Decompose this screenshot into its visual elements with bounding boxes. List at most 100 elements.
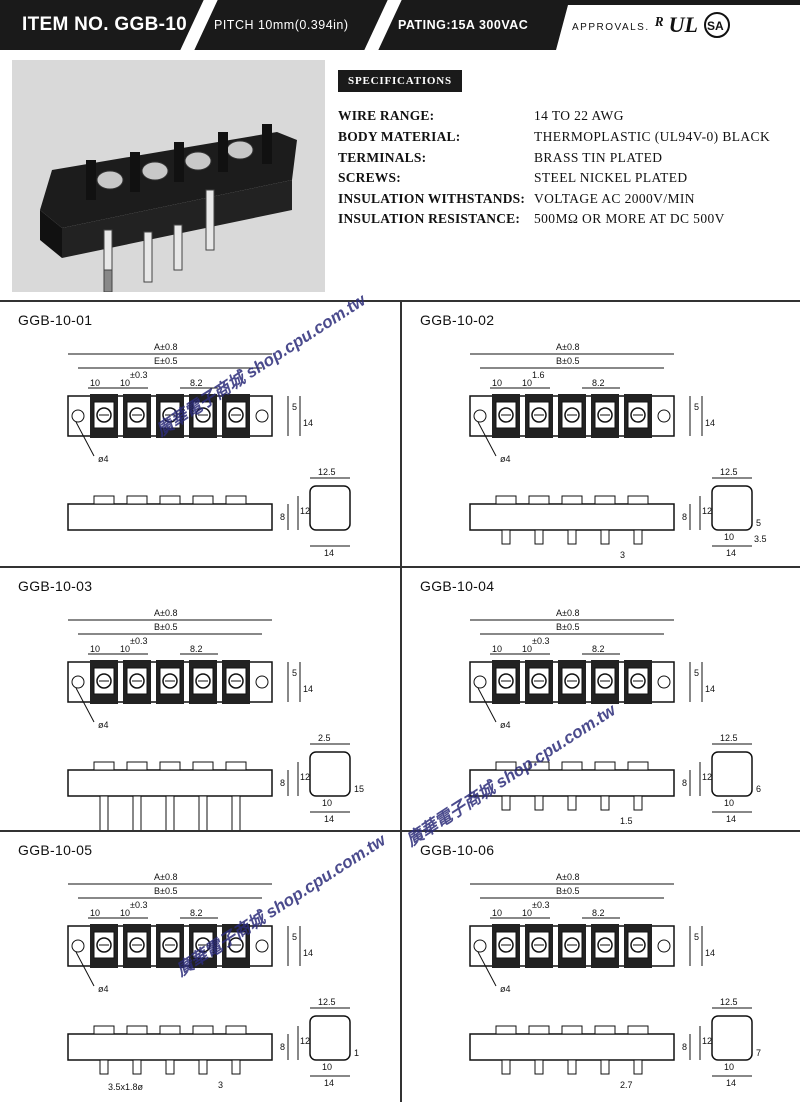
dimension-hole: ø4 bbox=[500, 720, 511, 730]
dimension-pitch: 10 bbox=[90, 378, 100, 388]
pin-icon bbox=[231, 1059, 241, 1075]
dimension-pitch: 8.2 bbox=[592, 644, 605, 654]
terminal-side bbox=[495, 761, 517, 771]
pin-icon bbox=[633, 795, 643, 811]
terminal-side bbox=[594, 761, 616, 771]
screw-icon bbox=[96, 673, 112, 689]
panel-title: GGB-10-03 bbox=[18, 578, 93, 594]
screw-icon bbox=[195, 407, 211, 423]
terminal-side bbox=[126, 1025, 148, 1035]
dimension-height: 14 bbox=[705, 948, 715, 958]
mount-hole-icon bbox=[473, 939, 487, 953]
dimension-pitch: 8.2 bbox=[190, 644, 203, 654]
dimension-pitch: 10 bbox=[90, 908, 100, 918]
dimension-height: 12 bbox=[702, 772, 712, 782]
dimension-pitch: 8.2 bbox=[592, 908, 605, 918]
spec-row: SCREWS:STEEL NICKEL PLATED bbox=[338, 170, 788, 190]
terminal-side bbox=[192, 761, 214, 771]
dimension-pitch: 10 bbox=[492, 378, 502, 388]
dimension-tolerance: ±0.3 bbox=[130, 370, 147, 380]
terminal-block-photo bbox=[12, 60, 325, 293]
dimension-misc: 10 bbox=[724, 532, 734, 542]
dimension-height: 5 bbox=[292, 402, 297, 412]
terminal-side bbox=[627, 1025, 649, 1035]
pin-icon bbox=[534, 795, 544, 811]
dimension-pitch: 10 bbox=[120, 378, 130, 388]
screw-icon bbox=[228, 407, 244, 423]
dimension-height: 8 bbox=[280, 778, 285, 788]
screw-icon bbox=[531, 407, 547, 423]
pin-icon bbox=[534, 1059, 544, 1075]
panel-title: GGB-10-02 bbox=[420, 312, 495, 328]
terminal-block-drawing: A±0.8B±0.51010±0.38.2514ø48122.51410151.… bbox=[67, 608, 364, 830]
pin-icon bbox=[501, 1059, 511, 1075]
pin-icon bbox=[633, 1059, 643, 1075]
spec-label: WIRE RANGE: bbox=[338, 108, 435, 123]
dimension-height: 8 bbox=[280, 1042, 285, 1052]
dimension-width: 12.5 bbox=[720, 997, 738, 1007]
dimension-pitch: 8.2 bbox=[190, 378, 203, 388]
pin-icon bbox=[567, 795, 577, 811]
pin-icon bbox=[600, 1059, 610, 1075]
dimension-tolerance: ±0.3 bbox=[532, 636, 549, 646]
spec-value: 14 TO 22 AWG bbox=[534, 108, 624, 123]
block-end-view bbox=[309, 1015, 351, 1061]
screw-icon bbox=[630, 673, 646, 689]
dimension-pitch: 10 bbox=[522, 378, 532, 388]
spec-value: THERMOPLASTIC (UL94V-0) BLACK bbox=[534, 129, 771, 144]
block-end-view bbox=[711, 485, 753, 531]
pin-icon bbox=[567, 1059, 577, 1075]
mount-hole-icon bbox=[657, 939, 671, 953]
mount-hole-icon bbox=[657, 409, 671, 423]
dimension-misc: 15 bbox=[354, 784, 364, 794]
spec-label: INSULATION RESISTANCE: bbox=[338, 211, 521, 226]
mount-hole-icon bbox=[71, 675, 85, 689]
terminal-side bbox=[93, 495, 115, 505]
pin-icon bbox=[132, 795, 142, 830]
dimension-hole: ø4 bbox=[98, 984, 109, 994]
dimension-depth: 14 bbox=[324, 814, 334, 824]
dimension-height: 14 bbox=[705, 684, 715, 694]
dimension-height: 12 bbox=[702, 1036, 712, 1046]
dimension-misc: 10 bbox=[322, 1062, 332, 1072]
screw-icon bbox=[630, 407, 646, 423]
terminal-side bbox=[93, 761, 115, 771]
terminal-side bbox=[594, 1025, 616, 1035]
dimension-height: 5 bbox=[292, 932, 297, 942]
spec-value: STEEL NICKEL PLATED bbox=[534, 170, 688, 185]
dimension-height: 5 bbox=[694, 668, 699, 678]
dimension-misc: 3.5 bbox=[754, 534, 767, 544]
pin-icon bbox=[633, 529, 643, 545]
rating-label: PATING:15A 300VAC bbox=[398, 18, 529, 32]
screw-icon bbox=[96, 937, 112, 953]
terminal-side bbox=[528, 495, 550, 505]
terminal-side bbox=[159, 761, 181, 771]
block-side-view bbox=[469, 503, 675, 531]
dimension-misc: 6 bbox=[756, 784, 761, 794]
pin-icon bbox=[198, 795, 208, 830]
spec-value: VOLTAGE AC 2000V/MIN bbox=[534, 191, 695, 206]
spec-label: TERMINALS: bbox=[338, 150, 427, 165]
dimension-misc: 10 bbox=[724, 798, 734, 808]
dimension-width: 12.5 bbox=[720, 733, 738, 743]
dimension-pitch: 10 bbox=[492, 908, 502, 918]
dimension-a: A±0.8 bbox=[556, 342, 579, 352]
item-number: ITEM NO. GGB-10 bbox=[22, 14, 187, 35]
dimension-height: 12 bbox=[702, 506, 712, 516]
block-side-view bbox=[67, 769, 273, 797]
screw-icon bbox=[597, 937, 613, 953]
pin-icon bbox=[501, 529, 511, 545]
spec-value: 500MΩ OR MORE AT DC 500V bbox=[534, 211, 725, 226]
dimension-hole: ø4 bbox=[500, 454, 511, 464]
terminal-side bbox=[495, 1025, 517, 1035]
screw-icon bbox=[564, 407, 580, 423]
dimension-pitch: 10 bbox=[522, 644, 532, 654]
block-end-view bbox=[711, 751, 753, 797]
pin-icon bbox=[99, 1059, 109, 1075]
dimension-misc: 10 bbox=[724, 1062, 734, 1072]
dimension-b: B±0.5 bbox=[154, 622, 177, 632]
screw-icon bbox=[162, 407, 178, 423]
